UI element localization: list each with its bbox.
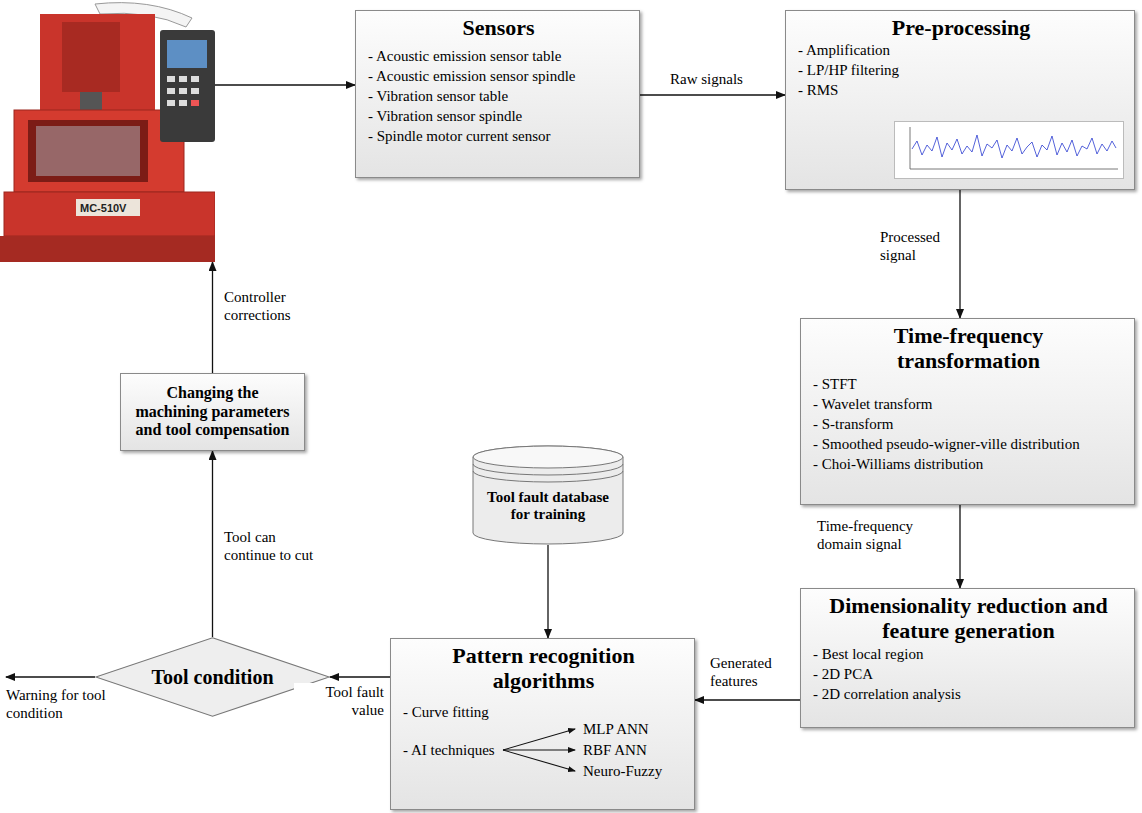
technique-label: Neuro-Fuzzy	[581, 762, 664, 780]
connector-arrow	[959, 190, 960, 318]
edge-label: Generated features	[708, 654, 796, 690]
list-item: - LP/HP filtering	[798, 60, 899, 80]
connector-arrow	[212, 262, 213, 373]
list-item: - Acoustic emission sensor spindle	[368, 66, 575, 86]
machine-illustration: MC-510V	[0, 0, 215, 262]
box-heading: Pre-processing	[798, 15, 1124, 40]
list-item: - STFT	[813, 374, 857, 394]
connector-arrow	[330, 676, 390, 677]
connector-arrow	[212, 451, 213, 637]
list-item: - Acoustic emission sensor table	[368, 46, 561, 66]
process-box: Pre-processing- Amplification- LP/HP fil…	[785, 10, 1135, 190]
process-box: Dimensionality reduction and feature gen…	[800, 588, 1135, 728]
connector-arrow	[547, 545, 548, 638]
box-heading: Tool fault database for training	[476, 489, 620, 524]
milling-machine-illustration	[0, 0, 215, 262]
edge-label: Processed signal	[878, 228, 958, 264]
box-heading: Sensors	[368, 15, 629, 40]
technique-label: RBF ANN	[581, 741, 649, 759]
list-item: - Wavelet transform	[813, 394, 932, 414]
connector-arrow	[215, 84, 355, 85]
database-cylinder: Tool fault database for training	[472, 445, 624, 545]
box-heading: Pattern recognition algorithms	[403, 643, 684, 694]
edge-label: Time-frequency domain signal	[815, 517, 957, 553]
edge-label: Raw signals	[668, 70, 745, 88]
list-item: - Vibration sensor spindle	[368, 106, 522, 126]
process-box: Changing the machining parameters and to…	[120, 373, 305, 451]
list-item: - Smoothed pseudo-wigner-ville distribut…	[813, 434, 1080, 454]
edge-label: Tool can continue to cut	[222, 528, 326, 564]
signal-plot	[894, 121, 1124, 179]
list-item: - Choi-Williams distribution	[813, 454, 983, 474]
list-item: - Vibration sensor table	[368, 86, 508, 106]
process-box: Time-frequency transformation- STFT- Wav…	[800, 318, 1135, 505]
edge-label: Tool fault value	[294, 683, 386, 719]
connector-arrow	[959, 505, 960, 588]
list-item: - 2D correlation analysis	[813, 684, 961, 704]
box-heading: Time-frequency transformation	[849, 323, 1089, 374]
list-item: - Spindle motor current sensor	[368, 126, 550, 146]
list-item: - Curve fitting	[403, 702, 489, 722]
box-heading: Tool condition	[151, 666, 273, 689]
list-item: - Amplification	[798, 40, 890, 60]
list-item: - AI techniques	[403, 740, 495, 760]
edge-label: Controller corrections	[222, 288, 321, 324]
warning-label: Warning for tool condition	[4, 686, 120, 722]
process-box: Pattern recognition algorithms - Curve fi…	[390, 638, 695, 810]
connector-arrow	[695, 699, 800, 700]
list-item: - 2D PCA	[813, 664, 873, 684]
technique-label: MLP ANN	[581, 720, 651, 738]
ai-branch-arrows	[501, 720, 579, 780]
connector-arrow	[640, 94, 785, 95]
list-item: - RMS	[798, 80, 838, 100]
model-name: MC-510V	[80, 200, 126, 216]
list-item: - S-transform	[813, 414, 893, 434]
box-heading: Changing the machining parameters and to…	[129, 384, 296, 439]
process-box: Sensors- Acoustic emission sensor table-…	[355, 10, 640, 178]
warning-arrow	[6, 676, 95, 677]
box-heading: Dimensionality reduction and feature gen…	[813, 593, 1124, 644]
list-item: - Best local region	[813, 644, 923, 664]
